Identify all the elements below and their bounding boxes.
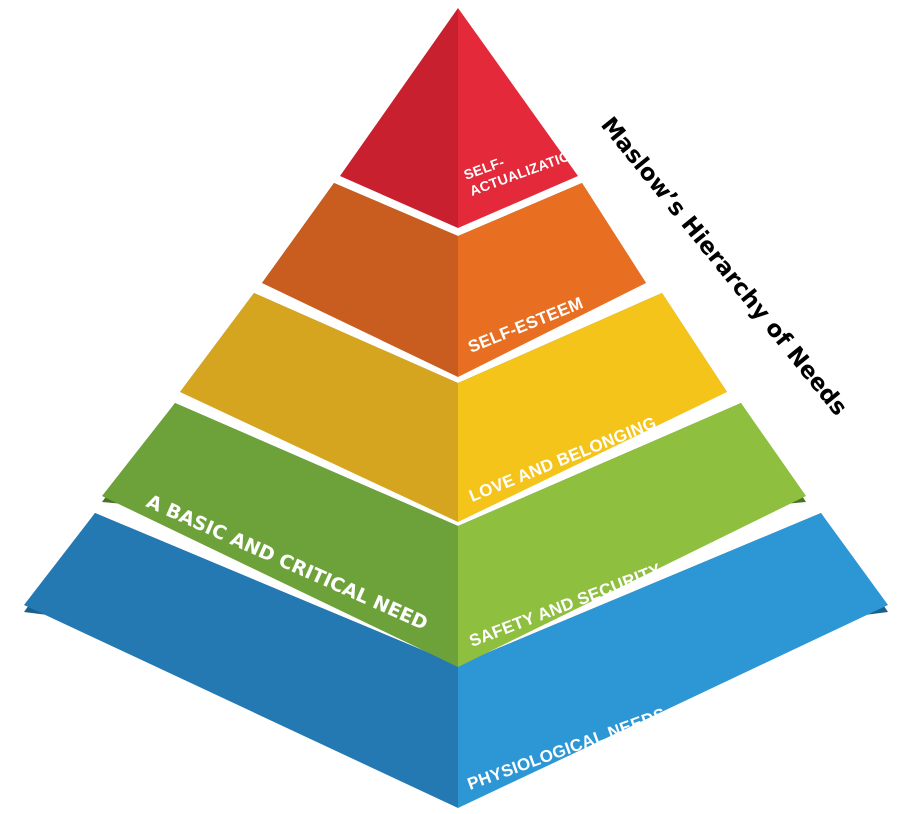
tier-love-belonging: LOVE AND BELONGING (180, 293, 727, 522)
tier-self-actualization-left-face (340, 8, 458, 228)
tier-self-esteem: SELF-ESTEEM (262, 183, 646, 377)
tier-self-actualization-right-face (458, 8, 578, 228)
tier-safety-right-face (458, 403, 806, 667)
tier-love-belonging-left-face (180, 293, 458, 522)
tier-self-actualization: SELF- ACTUALIZATION (340, 8, 582, 228)
tier-love-belonging-right-face (458, 293, 727, 522)
tier-physiological-right-face (458, 513, 888, 808)
tier-self-esteem-right-face (458, 183, 646, 377)
tier-safety-left-face (102, 403, 458, 667)
tier-physiological-left-face (24, 513, 458, 808)
tier-self-esteem-left-face (262, 183, 458, 377)
